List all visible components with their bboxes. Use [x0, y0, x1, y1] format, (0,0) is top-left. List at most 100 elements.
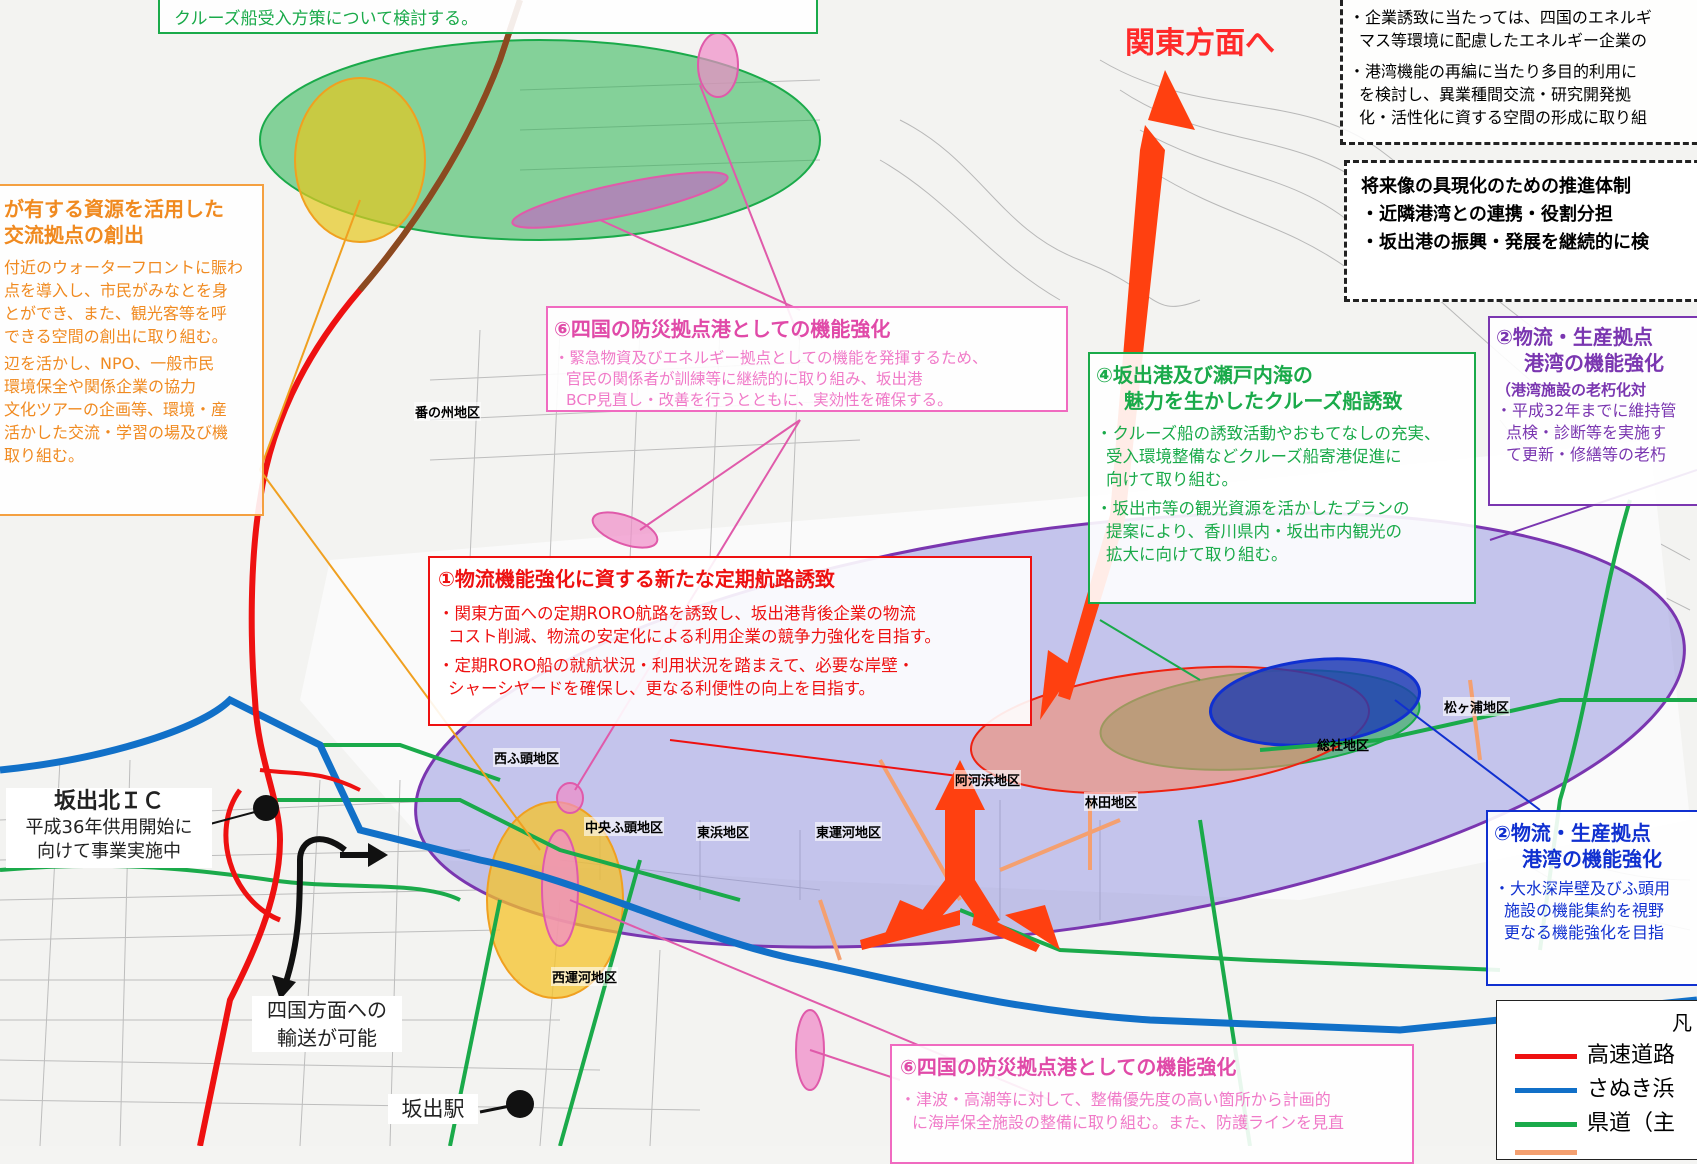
disaster-bottom-line-1: ・津波・高潮等に対して、整備優先度の高い箇所から計画的 [900, 1090, 1331, 1109]
cruise-text-2c: 拡大に向けて取り組む。 [1106, 545, 1288, 564]
ic-name: 坂出北ＩＣ [53, 789, 164, 814]
cruise-attraction-box: ④坂出港及び瀬戸内海の 魅力を生かしたクルーズ船誘致 ・クルーズ船の誘致活動やお… [1088, 352, 1476, 604]
exchange-text-2e: 取り組む。 [4, 446, 85, 465]
logistics-top-line-3: て更新・修繕等の老朽 [1506, 445, 1667, 464]
bousai-zone-3 [591, 511, 659, 549]
label-nishiunga: 西運河地区 [551, 967, 619, 986]
station-label: 坂出駅 [388, 1094, 478, 1124]
label-akohama: 阿河浜地区 [954, 770, 1022, 789]
logistics-top-title-2: 港湾の機能強化 [1524, 351, 1664, 375]
roro-route-box: ①物流機能強化に資する新たな定期航路誘致 ・関東方面への定期RORO航路を誘致し… [428, 556, 1032, 726]
disaster-hub-box-top: ⑥四国の防災拠点港としての機能強化 ・緊急物資及びエネルギー拠点としての機能を発… [546, 306, 1068, 412]
east-arrow-head [368, 843, 388, 867]
bousai-zone-2 [511, 171, 729, 229]
legend-row-prefectural: 県道（主 [1515, 1105, 1675, 1137]
route-arrows [860, 70, 1195, 952]
logistics-top-sub: （港湾施設の老朽化対 [1496, 381, 1647, 399]
exchange-hub-box: が有する資源を活用した 交流拠点の創出 付近のウォーターフロントに賑わ 点を導入… [0, 184, 264, 516]
label-higashihama: 東浜地区 [696, 822, 751, 841]
cruise-text-1a: ・クルーズ船の誘致活動やおもてなしの充実、 [1096, 424, 1441, 443]
policy-line-2c: 化・活性化に資する空間の形成に取り組 [1359, 108, 1648, 127]
disaster-top-line-1: ・緊急物資及びエネルギー拠点としての機能を発揮するため、 [554, 349, 988, 367]
label-matsugaura: 松ヶ浦地区 [1443, 697, 1511, 716]
disaster-bottom-line-2: に海岸保全施設の整備に取り組む。また、防護ラインを見直 [912, 1113, 1345, 1132]
label-nishifuto: 西ふ頭地区 [493, 748, 561, 767]
roro-text-1a: ・関東方面への定期RORO航路を誘致し、坂出港背後企業の物流 [438, 604, 916, 623]
legend-line-orange [1515, 1149, 1577, 1155]
roro-text-2b: シャーシヤードを確保し、更なる利便性の向上を目指す。 [448, 679, 876, 698]
shikoku-line-1: 四国方面への [267, 998, 387, 1022]
cruise-title-1: ④坂出港及び瀬戸内海の [1096, 363, 1313, 387]
cruise-note-box: クルーズ船受入方策について検討する。 [158, 0, 818, 34]
shikoku-line-2: 輸送が可能 [277, 1026, 377, 1050]
legend-title: 凡 [1672, 1011, 1692, 1035]
cruise-text-1c: 向けて取り組む。 [1106, 470, 1238, 489]
logistics-top-line-1: ・平成32年までに維持管 [1496, 401, 1677, 420]
disaster-bottom-title: ⑥四国の防災拠点港としての機能強化 [900, 1055, 1237, 1079]
cruise-title-2: 魅力を生かしたクルーズ船誘致 [1124, 389, 1403, 413]
company-policy-box: ・企業誘致に当たっては、四国のエネルギ マス等環境に配慮したエネルギー企業の ・… [1340, 0, 1697, 145]
logistics-bottom-title-2: 港湾の機能強化 [1522, 847, 1662, 871]
ic-callout: 坂出北ＩＣ 平成36年供用開始に 向けて事業実施中 [6, 788, 212, 868]
legend-label-expressway: 高速道路 [1587, 1043, 1676, 1068]
legend-line-green [1515, 1121, 1577, 1127]
legend-label-sanuki: さぬき浜 [1587, 1077, 1675, 1102]
exchange-text-2a: 辺を活かし、NPO、一般市民 [4, 354, 215, 373]
promotion-system-box: 将来像の具現化のための推進体制 ・近隣港湾との連携・役割分担 ・坂出港の振興・発… [1344, 160, 1697, 302]
logistics-bottom-line-3: 更なる機能強化を目指 [1504, 923, 1665, 942]
legend-line-red [1515, 1053, 1577, 1059]
bousai-zone-1 [697, 32, 739, 98]
exchange-title-1: が有する資源を活用した [4, 197, 224, 221]
exchange-title-2: 交流拠点の創出 [4, 223, 144, 247]
ic-marker [253, 795, 279, 821]
top-fragment-text: クルーズ船受入方策について検討する。 [174, 9, 479, 29]
logistics-hub-box-top: ②物流・生産拠点 港湾の機能強化 （港湾施設の老朽化対 ・平成32年までに維持管… [1488, 316, 1697, 506]
disaster-top-line-3: BCP見直し・改善を行うとともに、実効性を確保する。 [566, 391, 953, 409]
legend-label-prefectural: 県道（主 [1587, 1111, 1676, 1136]
disaster-top-title: ⑥四国の防災拠点港としての機能強化 [554, 317, 891, 341]
logistics-top-line-2: 点検・診断等を実施す [1506, 423, 1667, 442]
logistics-hub-box-bottom: ②物流・生産拠点 港湾の機能強化 ・大水深岸壁及びふ頭用 施設の機能集約を視野 … [1486, 810, 1697, 986]
label-chuofuto: 中央ふ頭地区 [584, 817, 665, 836]
policy-line-2a: ・港湾機能の再編に当たり多目的利用に [1349, 62, 1638, 81]
exchange-text-1d: できる空間の創出に取り組む。 [4, 327, 228, 346]
exchange-text-1b: 点を導入し、市民がみなとを身 [4, 281, 229, 300]
policy-line-2b: を検討し、異業種間交流・研究開発拠 [1359, 85, 1632, 104]
label-bannosu: 番の州地区 [414, 402, 482, 421]
ic-note-1: 平成36年供用開始に [25, 817, 193, 838]
station-marker [506, 1090, 534, 1118]
promotion-item-2: ・坂出港の振興・発展を継続的に検 [1361, 232, 1649, 253]
shikoku-callout: 四国方面への 輸送が可能 [252, 996, 402, 1052]
policy-line-1b: マス等環境に配慮したエネルギー企業の [1359, 31, 1648, 50]
kanto-direction-label: 関東方面へ [1125, 26, 1275, 61]
label-hayashida: 林田地区 [1084, 792, 1139, 811]
cruise-text-1b: 受入環境整備などクルーズ船寄港促進に [1106, 447, 1402, 466]
policy-line-1a: ・企業誘致に当たっては、四国のエネルギ [1349, 8, 1652, 27]
legend-row-sanuki: さぬき浜 [1515, 1071, 1675, 1103]
logistics-top-title-1: ②物流・生産拠点 [1496, 325, 1653, 349]
promotion-title: 将来像の具現化のための推進体制 [1361, 176, 1631, 197]
bannosu-exchange-zone [294, 77, 426, 243]
leader-lines [259, 84, 1697, 1101]
roro-text-2a: ・定期RORO船の就航状況・利用状況を踏まえて、必要な岸壁・ [438, 656, 915, 675]
legend-line-blue [1515, 1087, 1577, 1093]
label-higashiunga: 東運河地区 [815, 822, 883, 841]
ic-note-2: 向けて事業実施中 [37, 841, 181, 862]
exchange-text-2b: 環境保全や関係企業の協力 [4, 377, 197, 396]
exchange-text-2d: 活かした交流・学習の場及び機 [4, 423, 229, 442]
roro-title: ①物流機能強化に資する新たな定期航路誘致 [438, 567, 835, 591]
kanto-arrow-head [1148, 70, 1195, 130]
label-soja: 総社地区 [1317, 739, 1370, 754]
legend-row-partial [1515, 1139, 1587, 1164]
disaster-top-line-2: 官民の関係者が訓練等に継続的に取り組み、坂出港 [566, 370, 923, 388]
exchange-text-1a: 付近のウォーターフロントに賑わ [4, 258, 244, 277]
roro-arrow-head [1040, 650, 1075, 720]
exchange-text-2c: 文化ツアーの企画等、環境・産 [4, 400, 228, 419]
bousai-zone-4 [556, 782, 584, 814]
exchange-text-1c: とができ、また、観光客等を呼 [4, 304, 227, 323]
cruise-text-2a: ・坂出市等の観光資源を活かしたプランの [1096, 499, 1410, 518]
logistics-bottom-title-1: ②物流・生産拠点 [1494, 821, 1651, 845]
branch-arrow-right [1005, 905, 1060, 950]
roro-text-1b: コスト削減、物流の安定化による利用企業の競争力強化を目指す。 [448, 627, 941, 646]
map-legend: 凡 高速道路 さぬき浜 県道（主 [1496, 1000, 1697, 1160]
